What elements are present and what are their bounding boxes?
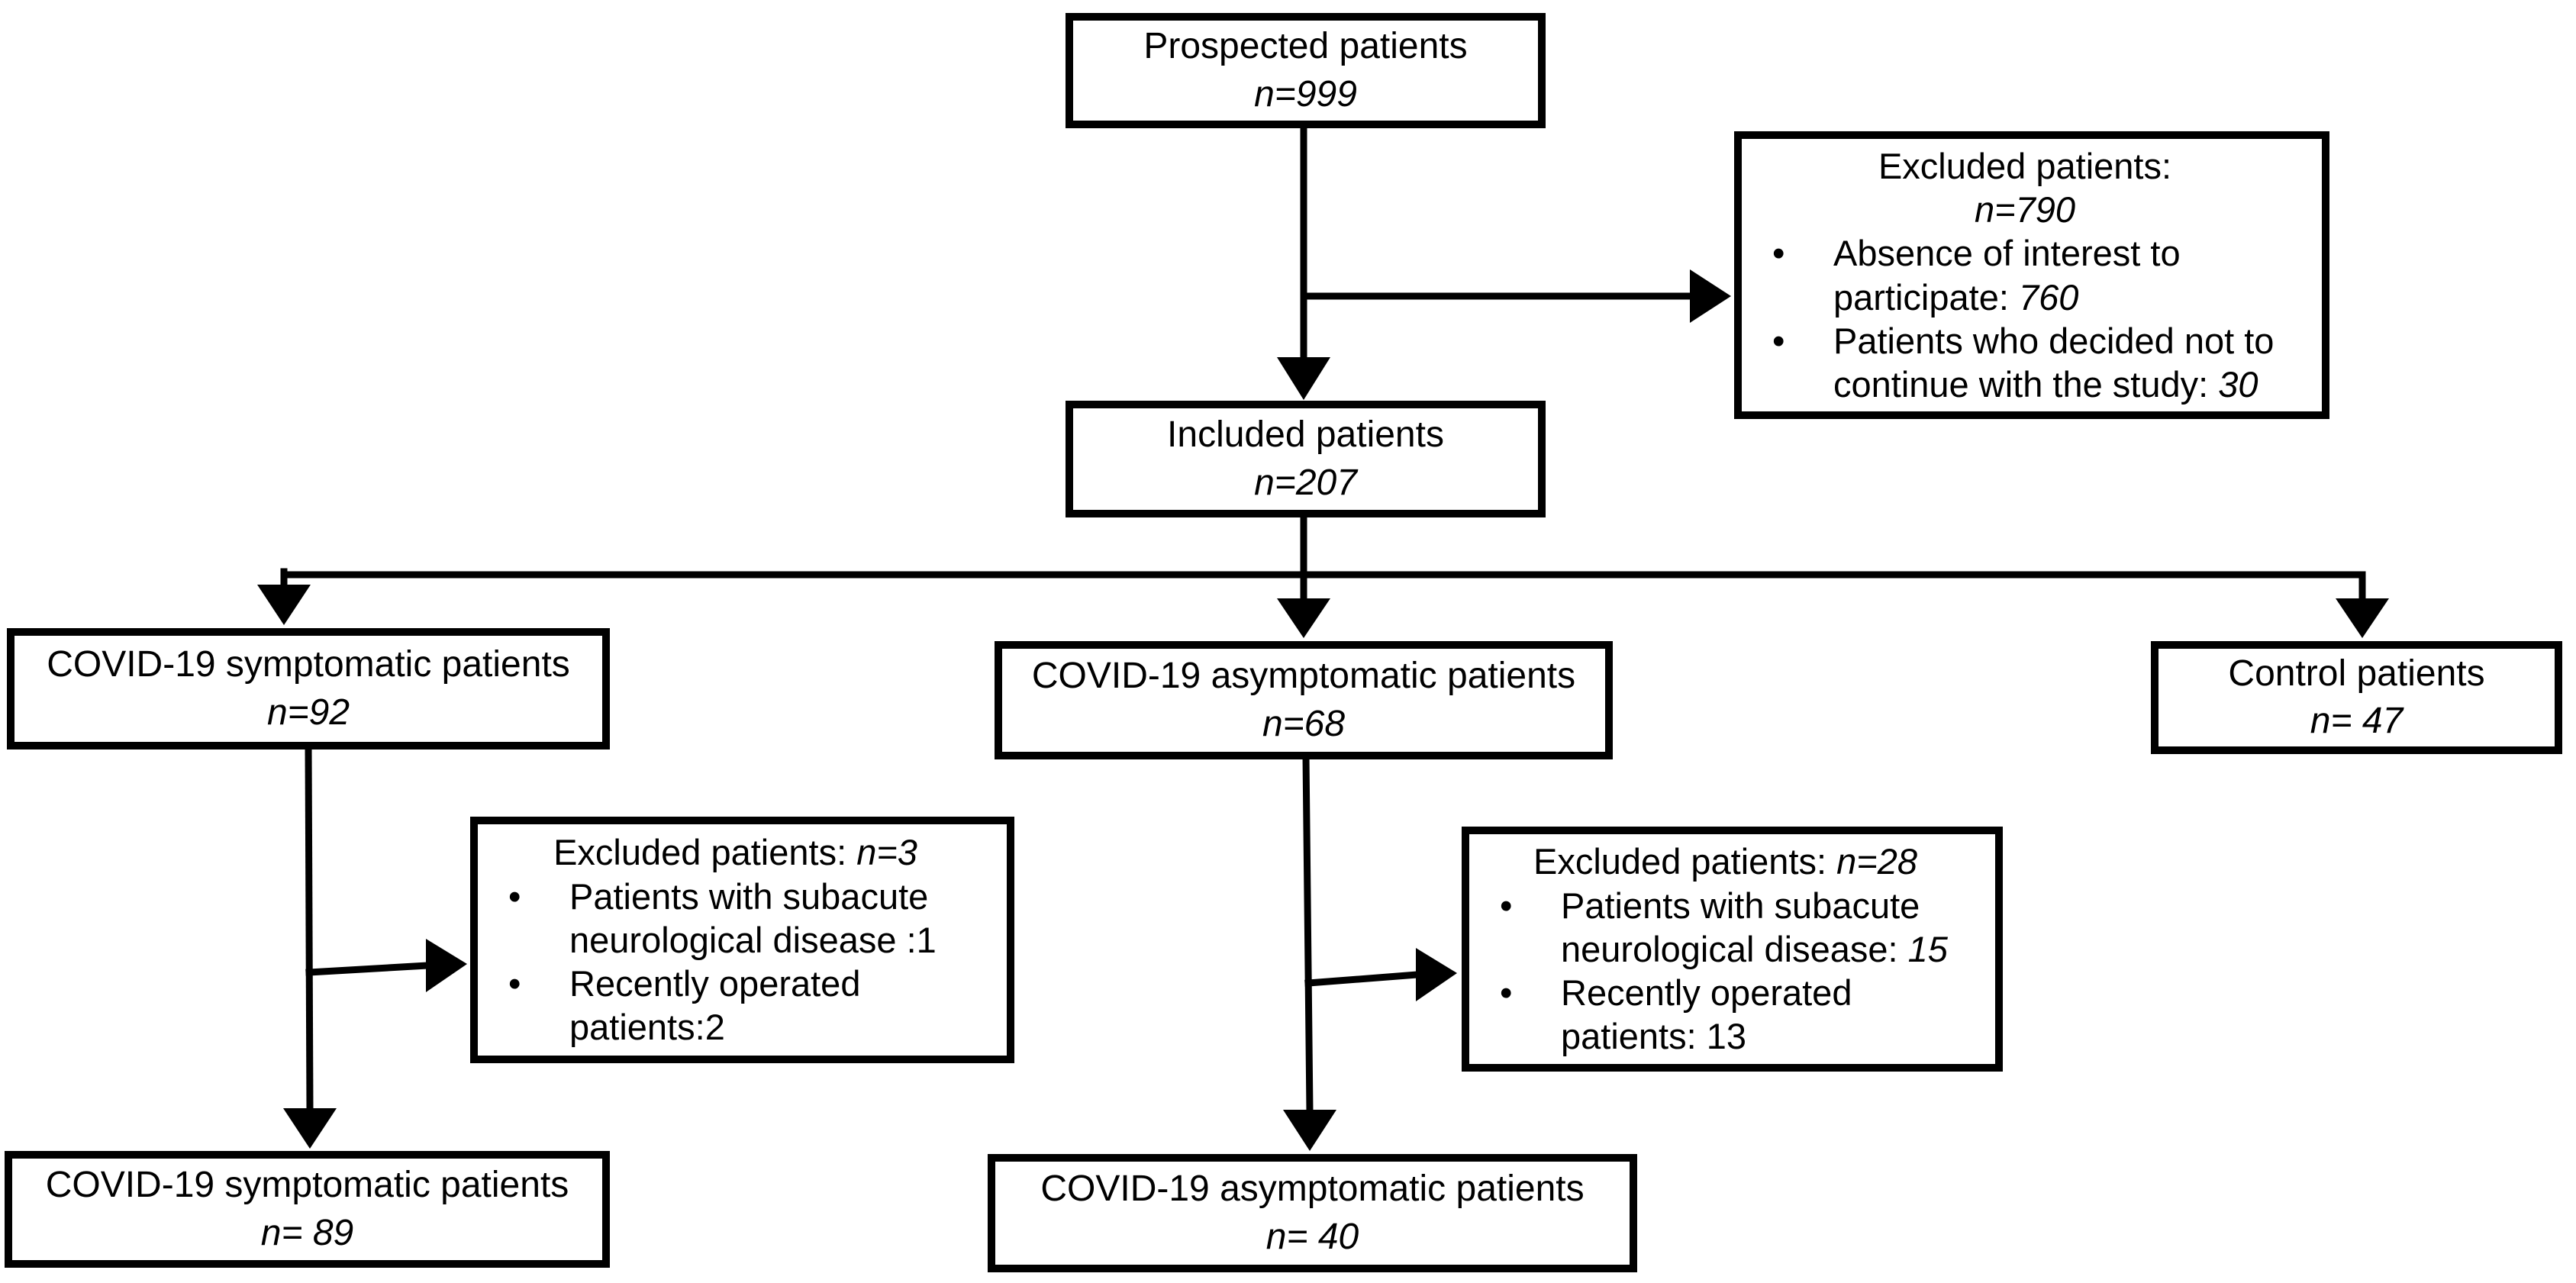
bullet-value: 760 xyxy=(2018,276,2079,318)
arrowhead-right-excluded-symptomatic-icon xyxy=(426,939,467,992)
bullet-icon: • xyxy=(1772,233,1785,274)
box-title: Excluded patients: n=3 xyxy=(553,832,917,873)
bullet-icon: • xyxy=(508,875,521,917)
arrowhead-down-symptomatic-icon xyxy=(257,585,311,625)
bullet-value: 13 xyxy=(1706,1016,1747,1057)
flow-box-excluded-symptomatic: Excluded patients: n=3 • Patients with s… xyxy=(470,817,1014,1063)
bullet-icon: • xyxy=(508,963,521,1004)
box-title: Excluded patients: xyxy=(1878,145,2172,186)
box-title: Included patients xyxy=(1167,414,1444,456)
box-count: n= 47 xyxy=(2310,701,2404,741)
bullet-value: 2 xyxy=(704,1007,725,1048)
flow-box-asymptomatic-final: COVID-19 asymptomatic patients n= 40 xyxy=(988,1154,1637,1272)
connector-symptomatic-to-final xyxy=(305,743,314,1114)
connector-to-excluded-symptomatic xyxy=(305,962,431,976)
box-count: n= 40 xyxy=(1265,1216,1359,1257)
box-title: COVID-19 asymptomatic patients xyxy=(1031,656,1576,697)
flow-box-symptomatic-final: COVID-19 symptomatic patients n= 89 xyxy=(5,1151,610,1268)
arrowhead-right-excluded-initial-icon xyxy=(1690,269,1731,323)
box-count: n=28 xyxy=(1836,841,1917,882)
flow-box-excluded-initial: Excluded patients: n=790 • Absence of in… xyxy=(1734,131,2329,419)
bullet-value: 30 xyxy=(2218,364,2258,405)
box-count: n=92 xyxy=(266,691,350,733)
box-count: n=790 xyxy=(1974,189,2075,230)
box-count: n=68 xyxy=(1262,703,1346,744)
connector-to-excluded-asymptomatic xyxy=(1304,971,1421,987)
box-count: n=3 xyxy=(856,832,917,873)
arrowhead-down-included-icon xyxy=(1277,357,1330,400)
box-title: COVID-19 asymptomatic patients xyxy=(1040,1169,1585,1210)
bullet-icon: • xyxy=(1772,320,1785,361)
bullet-icon: • xyxy=(1500,972,1513,1014)
bullet-value: 1 xyxy=(916,919,937,960)
connector-asymptomatic-to-final xyxy=(1302,753,1314,1115)
box-count: n=207 xyxy=(1254,462,1357,503)
flow-box-control: Control patients n= 47 xyxy=(2151,641,2562,754)
bullet-icon: • xyxy=(1500,885,1513,926)
arrowhead-down-symptomatic-final-icon xyxy=(283,1108,337,1149)
flow-box-prospected: Prospected patients n=999 xyxy=(1066,13,1546,128)
arrowhead-down-control-icon xyxy=(2336,598,2389,638)
box-count: n= 89 xyxy=(260,1212,354,1253)
box-title: COVID-19 symptomatic patients xyxy=(47,644,570,685)
bullet-value: 15 xyxy=(1907,928,1948,969)
box-title: Prospected patients xyxy=(1143,26,1468,67)
arrowhead-right-excluded-asymptomatic-icon xyxy=(1416,948,1457,1001)
box-count: n=999 xyxy=(1254,73,1357,114)
box-title: Control patients xyxy=(2228,653,2485,694)
flow-box-symptomatic: COVID-19 symptomatic patients n=92 xyxy=(7,628,610,749)
flow-box-included: Included patients n=207 xyxy=(1066,401,1546,517)
flow-box-excluded-asymptomatic: Excluded patients: n=28 • Patients with … xyxy=(1462,827,2003,1072)
box-title: Excluded patients: n=28 xyxy=(1533,841,1917,882)
box-title: COVID-19 symptomatic patients xyxy=(45,1165,569,1206)
arrowhead-down-asymptomatic-icon xyxy=(1277,598,1330,638)
flow-box-asymptomatic: COVID-19 asymptomatic patients n=68 xyxy=(995,641,1613,759)
arrowhead-down-asymptomatic-final-icon xyxy=(1283,1110,1336,1151)
